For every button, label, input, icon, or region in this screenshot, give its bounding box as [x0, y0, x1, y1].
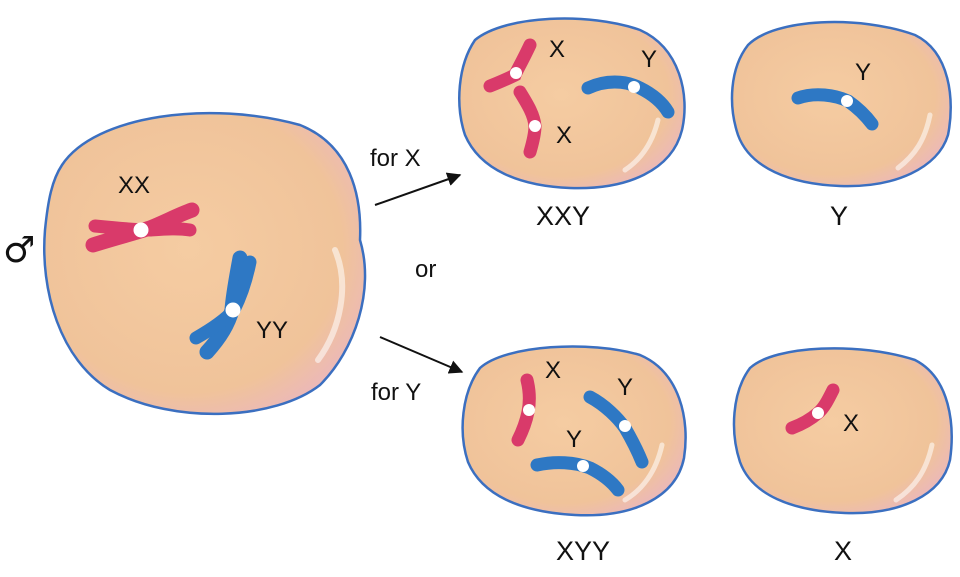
chromosome-label: X — [545, 357, 561, 384]
parent-cell-membrane — [43, 111, 367, 416]
chromosome-label: X — [549, 36, 565, 63]
parent-xx-label: XX — [118, 172, 150, 199]
parent-xx-chromosome — [85, 202, 200, 253]
y-chromosome — [581, 75, 675, 119]
centromere — [510, 67, 522, 79]
gamete-caption: XXY — [536, 201, 590, 231]
arrow-bottom-label: for Y — [371, 379, 421, 406]
centromere — [529, 120, 541, 132]
centromere — [225, 302, 241, 318]
parent-yy-label: YY — [256, 317, 288, 344]
chromosome-label: X — [843, 410, 859, 437]
chromosome-label: Y — [566, 426, 582, 453]
centromere — [133, 222, 149, 238]
chromosome-label: X — [556, 122, 572, 149]
gamete-membrane — [458, 17, 686, 190]
parent-cell: XX YY — [43, 111, 367, 416]
centromere — [628, 81, 640, 93]
parent-yy-chromosome — [189, 250, 257, 360]
gamete-bottom-left: X Y Y — [461, 345, 687, 517]
parent-cell-highlight — [315, 247, 346, 363]
centromere — [812, 407, 824, 419]
y-chromosome — [530, 456, 625, 497]
chromosome-label: Y — [641, 46, 657, 73]
gamete-membrane — [732, 347, 953, 515]
gamete-caption: X — [834, 536, 852, 566]
centromere — [619, 420, 631, 432]
centromere — [841, 95, 853, 107]
chromosome-label: Y — [617, 374, 633, 401]
arrow-top-label: for X — [370, 145, 421, 172]
gamete-caption: XYY — [556, 536, 610, 566]
centromere — [523, 404, 535, 416]
gamete-top-right: Y — [730, 20, 952, 188]
arrow-top — [374, 172, 462, 206]
chromosome-label: Y — [855, 59, 871, 86]
or-label: or — [415, 256, 436, 283]
gamete-caption: Y — [830, 201, 848, 231]
arrow-bottom — [379, 336, 464, 374]
gamete-top-left: X X Y — [458, 17, 686, 190]
gamete-membrane — [461, 345, 687, 517]
centromere — [577, 460, 589, 472]
male-symbol: ♂ — [3, 230, 35, 271]
gamete-bottom-right: X — [732, 347, 953, 515]
